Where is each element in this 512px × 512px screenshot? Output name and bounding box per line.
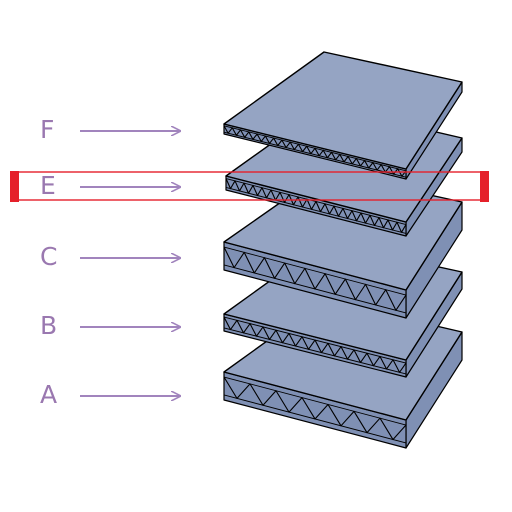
board-a-liner-top xyxy=(223,376,407,426)
label-e: E xyxy=(40,171,56,200)
flute-labels: F E C B A xyxy=(40,115,180,409)
board-f xyxy=(223,51,463,180)
highlight-right-tab xyxy=(480,171,489,202)
label-f: F xyxy=(40,115,54,144)
board-b-liner-top xyxy=(223,316,407,364)
board-c-liner-bottom xyxy=(223,264,407,314)
board-a-liner-bottom xyxy=(223,394,407,444)
label-c: C xyxy=(40,242,57,271)
highlight-frame xyxy=(10,171,489,202)
board-f-top xyxy=(223,51,463,170)
board-e-liner-top xyxy=(225,178,407,225)
highlight-left-tab xyxy=(10,171,19,202)
board-stack xyxy=(223,51,463,449)
board-f-liner-bottom xyxy=(223,131,407,178)
board-b-liner-bottom xyxy=(223,327,407,375)
label-a: A xyxy=(40,380,57,409)
board-f-liner-top xyxy=(223,125,407,172)
label-b: B xyxy=(40,311,57,340)
board-e-liner-bottom xyxy=(225,187,407,234)
board-c-liner-top xyxy=(223,246,407,296)
